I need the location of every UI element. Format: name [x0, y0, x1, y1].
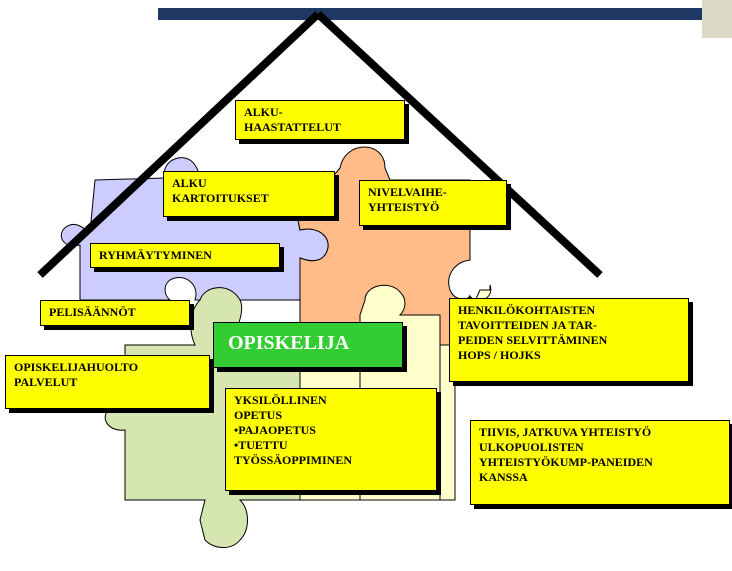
label-opiskelija-center: OPISKELIJA — [213, 322, 403, 368]
label-alku-kartoitukset: ALKU KARTOITUKSET — [163, 171, 335, 217]
label-yksilollinen-opetus: YKSILÖLLINEN OPETUS •PAJAOPETUS •TUETTU … — [225, 388, 437, 491]
label-tiivis-yhteistyo: TIIVIS, JATKUVA YHTEISTYÖ ULKOPUOLISTEN … — [470, 420, 730, 505]
label-alku-haastattelut: ALKU- HAASTATTELUT — [235, 100, 405, 140]
top-bar — [158, 8, 710, 20]
roof-left-line — [37, 11, 321, 278]
label-nivelvaihe-yhteistyo: NIVELVAIHE- YHTEISTYÖ — [359, 180, 507, 226]
label-henkilokohtaisten-tavoitteiden: HENKILÖKOHTAISTEN TAVOITTEIDEN JA TAR- P… — [449, 298, 689, 382]
roof-right-line — [315, 11, 603, 278]
label-ryhmaytyminen: RYHMÄYTYMINEN — [90, 243, 280, 268]
label-opiskelijahuolto-palvelut: OPISKELIJAHUOLTO PALVELUT — [5, 355, 210, 409]
corner-block — [702, 0, 732, 38]
label-pelisaannot: PELISÄÄNNÖT — [40, 300, 190, 326]
